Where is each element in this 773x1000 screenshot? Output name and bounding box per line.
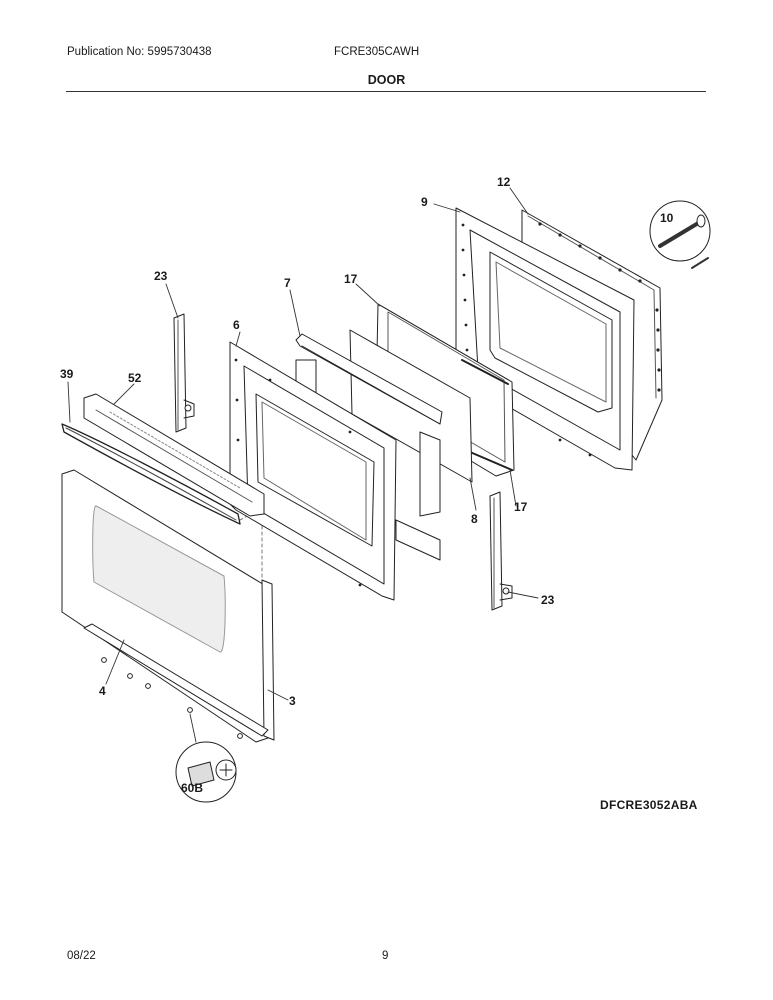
drawing-code: DFCRE3052ABA <box>600 798 698 812</box>
callout-6: 6 <box>233 318 240 332</box>
header-rule <box>66 91 706 92</box>
screw-60b-detail-part <box>175 741 237 803</box>
footer-date: 08/22 <box>67 950 96 962</box>
callout-8: 8 <box>471 512 478 526</box>
bottom-door-trim-part <box>83 579 275 741</box>
model-number: FCRE305CAWH <box>334 46 420 58</box>
callout-39: 39 <box>60 367 74 381</box>
inner-door-liner-part <box>455 207 635 471</box>
hinge-part-right <box>489 491 513 611</box>
callout-10: 10 <box>660 211 674 225</box>
door-handle-part <box>61 423 241 525</box>
callout-52: 52 <box>128 371 142 385</box>
callout-3: 3 <box>289 694 296 708</box>
callout-23-upper: 23 <box>154 269 168 283</box>
callout-7: 7 <box>284 276 291 290</box>
outer-door-glass-part <box>61 469 269 743</box>
callout-9: 9 <box>421 195 428 209</box>
callout-12: 12 <box>497 175 511 189</box>
hinge-part-left <box>173 313 195 433</box>
callout-60b: 60B <box>181 781 203 795</box>
page-number: 9 <box>382 950 389 962</box>
callout-4: 4 <box>99 684 106 698</box>
screw-detail-part <box>649 200 711 269</box>
door-handle-trim-part <box>83 393 265 517</box>
page-title: DOOR <box>367 73 406 87</box>
callout-17-lower: 17 <box>514 500 528 514</box>
callout-23-lower: 23 <box>541 593 555 607</box>
publication-number: Publication No: 5995730438 <box>67 46 212 58</box>
callout-17-upper: 17 <box>344 272 358 286</box>
